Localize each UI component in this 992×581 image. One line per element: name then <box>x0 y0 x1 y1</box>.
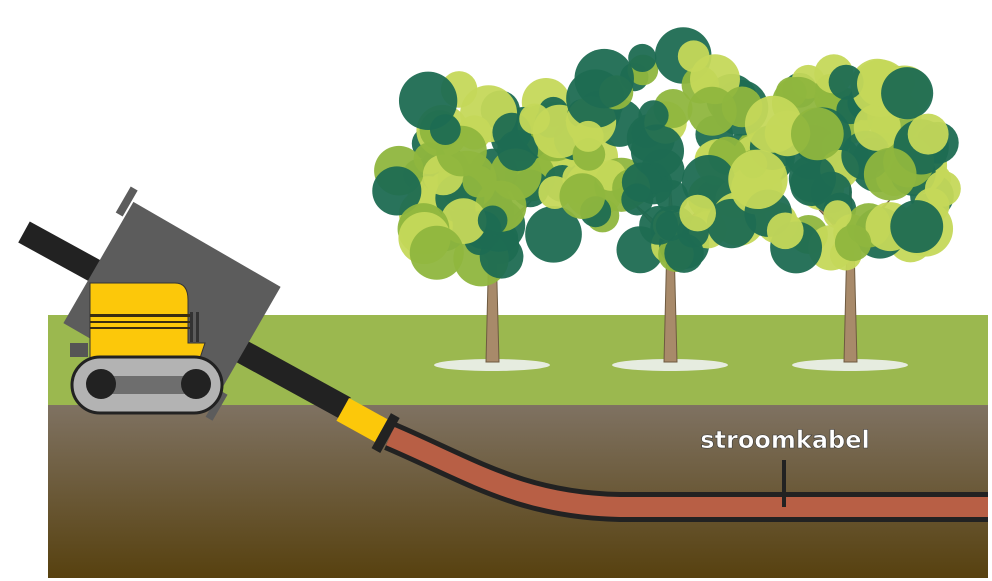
leaf-cluster <box>655 180 689 213</box>
leaf-cluster <box>788 155 836 203</box>
leaf-cluster <box>372 166 422 216</box>
leaf-cluster <box>677 40 710 73</box>
leaf-cluster <box>429 114 461 146</box>
cable-label: stroomkabel <box>700 426 869 454</box>
leaf-cluster <box>766 212 804 250</box>
leaf-cluster <box>638 100 669 131</box>
leaf-cluster <box>823 200 852 229</box>
leaf-cluster <box>790 107 844 161</box>
trees <box>372 27 961 371</box>
tree-shadow <box>792 359 908 371</box>
leaf-cluster <box>497 130 539 172</box>
pipe-coupling <box>336 397 400 454</box>
tree-right <box>728 54 961 371</box>
leaf-cluster <box>863 147 917 201</box>
leaf-cluster <box>881 67 934 120</box>
leaf-cluster <box>664 233 704 273</box>
leaf-cluster <box>519 103 550 135</box>
leaf-cluster <box>828 64 864 100</box>
leaf-cluster <box>679 194 717 232</box>
leaf-cluster <box>621 183 654 216</box>
leaf-cluster <box>907 113 949 155</box>
leaf-cluster <box>409 225 464 280</box>
drilling-machine <box>63 186 281 421</box>
tree-shadow <box>434 359 550 371</box>
leaf-cluster <box>477 205 508 236</box>
leaf-cluster <box>744 95 802 153</box>
leaf-cluster <box>525 205 582 263</box>
tree-left <box>372 71 610 371</box>
leaf-cluster <box>572 120 604 152</box>
leaf-cluster <box>890 200 944 253</box>
leaf-cluster <box>559 173 606 220</box>
leaf-cluster <box>628 43 657 73</box>
leaf-cluster <box>728 149 788 209</box>
power-cable <box>386 426 988 517</box>
tree-shadow <box>612 359 728 371</box>
leaf-cluster <box>574 48 634 109</box>
leaf-cluster <box>706 198 757 249</box>
leaf-cluster <box>834 224 872 262</box>
